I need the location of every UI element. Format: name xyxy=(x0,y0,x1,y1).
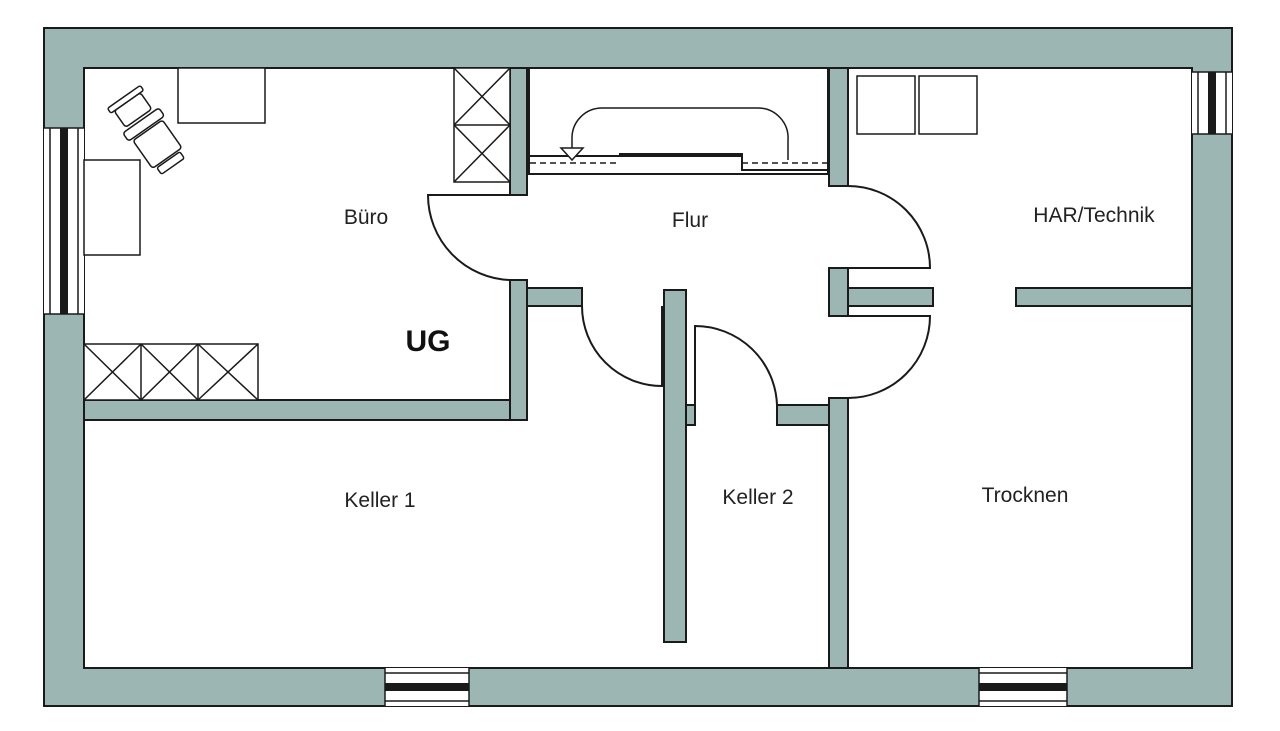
technik-equipment xyxy=(856,75,978,135)
office-chair-2 xyxy=(107,85,152,127)
door-keller2-swing xyxy=(694,324,778,406)
wall-buero-flur xyxy=(509,67,528,196)
office-chair xyxy=(123,108,185,175)
wall-buero-flur-lower xyxy=(509,279,528,421)
window-keller1-south xyxy=(384,668,470,706)
floor-level-label: UG xyxy=(406,325,451,358)
window-technik-east xyxy=(1192,71,1232,135)
desk xyxy=(177,67,266,124)
room-label-trocknen: Trocknen xyxy=(982,484,1069,507)
wall-keller-divider xyxy=(663,289,687,643)
room-label-buero: Büro xyxy=(344,206,388,229)
door-trocknen-swing xyxy=(847,315,932,399)
door-technik-swing xyxy=(847,185,932,269)
doors xyxy=(426,185,932,406)
window-buero-west xyxy=(44,127,84,315)
room-label-keller-1: Keller 1 xyxy=(344,489,415,512)
interior-walls xyxy=(83,67,1193,669)
room-label-keller-2: Keller 2 xyxy=(722,486,793,509)
wall-flur-technik-upper xyxy=(828,67,849,187)
wall-technik-stub-right xyxy=(1015,287,1193,307)
window-trocknen-south xyxy=(978,668,1068,706)
desk-side xyxy=(83,159,141,256)
room-label-flur: Flur xyxy=(672,209,708,232)
shelf-unit-right xyxy=(453,67,511,183)
shelf-unit-bottom xyxy=(83,343,259,401)
wall-flur-technik-lower xyxy=(828,397,849,669)
washing-machine xyxy=(856,75,916,135)
wall-flur-technik-mid xyxy=(828,267,849,317)
wall-keller-divider-stub xyxy=(685,404,696,426)
room-label-technik: HAR/Technik xyxy=(1033,204,1155,227)
room-labels: Büro Flur HAR/Technik Keller 1 Keller 2 … xyxy=(344,204,1155,512)
staircase xyxy=(528,67,829,175)
wall-flur-stub-left xyxy=(526,287,583,307)
door-keller1-swing xyxy=(581,305,663,388)
dryer xyxy=(918,75,978,135)
wall-keller2-top xyxy=(776,404,830,426)
door-buero-swing xyxy=(426,194,511,281)
wall-buero-bottom xyxy=(83,399,528,421)
windows xyxy=(44,71,1232,706)
buero-furniture xyxy=(83,67,511,401)
wall-technik-stub-left xyxy=(847,287,934,307)
